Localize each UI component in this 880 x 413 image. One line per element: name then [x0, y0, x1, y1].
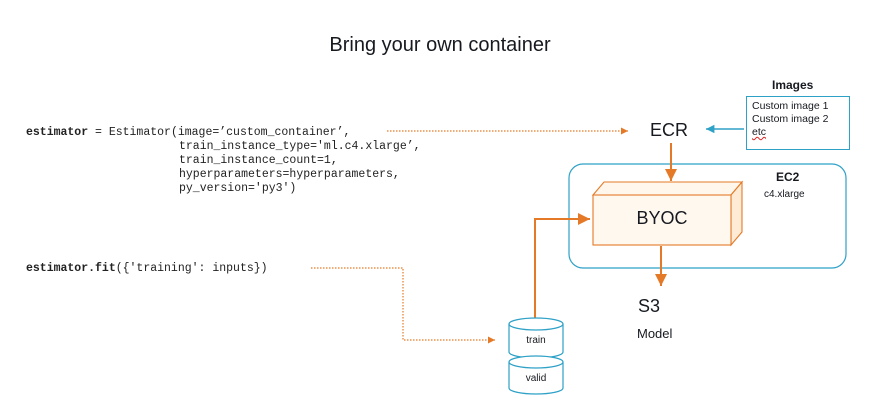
valid-cylinder — [508, 355, 564, 395]
image-item: Custom image 2 — [752, 113, 829, 125]
estimator-code-line-2: train_instance_type='ml.c4.xlarge’, — [179, 140, 421, 153]
byoc-label: BYOC — [636, 208, 688, 228]
images-heading: Images — [772, 78, 814, 92]
estimator-keyword: estimator — [26, 126, 89, 139]
ecr-label: ECR — [650, 120, 689, 140]
page-title: Bring your own container — [329, 34, 551, 56]
fit-code-line: estimator.fit({'training': inputs}) — [26, 262, 268, 275]
s3-label: S3 — [638, 296, 661, 316]
valid-label: valid — [525, 373, 547, 384]
fit-to-train-arrow — [311, 267, 495, 344]
fit-args: ({'training': inputs}) — [115, 262, 268, 275]
ec2-container — [568, 163, 847, 269]
byoc-box — [591, 180, 744, 247]
train-cylinder — [508, 317, 564, 359]
ec2-label: EC2 — [776, 170, 800, 184]
estimator-code-line-3: train_instance_count=1, — [179, 154, 338, 167]
estimator-code-line-1: estimator = Estimator(image=’custom_cont… — [26, 126, 350, 139]
train-to-byoc-arrow — [534, 213, 590, 318]
train-label: train — [526, 335, 546, 346]
ec2-instance-type: c4.xlarge — [764, 189, 805, 200]
s3-model-label: Model — [637, 326, 673, 341]
estimator-code-line-5: py_version='py3') — [179, 182, 297, 195]
image-item: Custom image 1 — [752, 100, 829, 112]
images-list-box: Custom image 1 Custom image 2 etc — [746, 96, 850, 150]
fit-keyword: estimator.fit — [26, 262, 116, 275]
estimator-constructor: = Estimator(image=’custom_container’, — [88, 126, 351, 139]
estimator-code-line-4: hyperparameters=hyperparameters, — [179, 168, 400, 181]
image-item: etc — [752, 126, 767, 138]
